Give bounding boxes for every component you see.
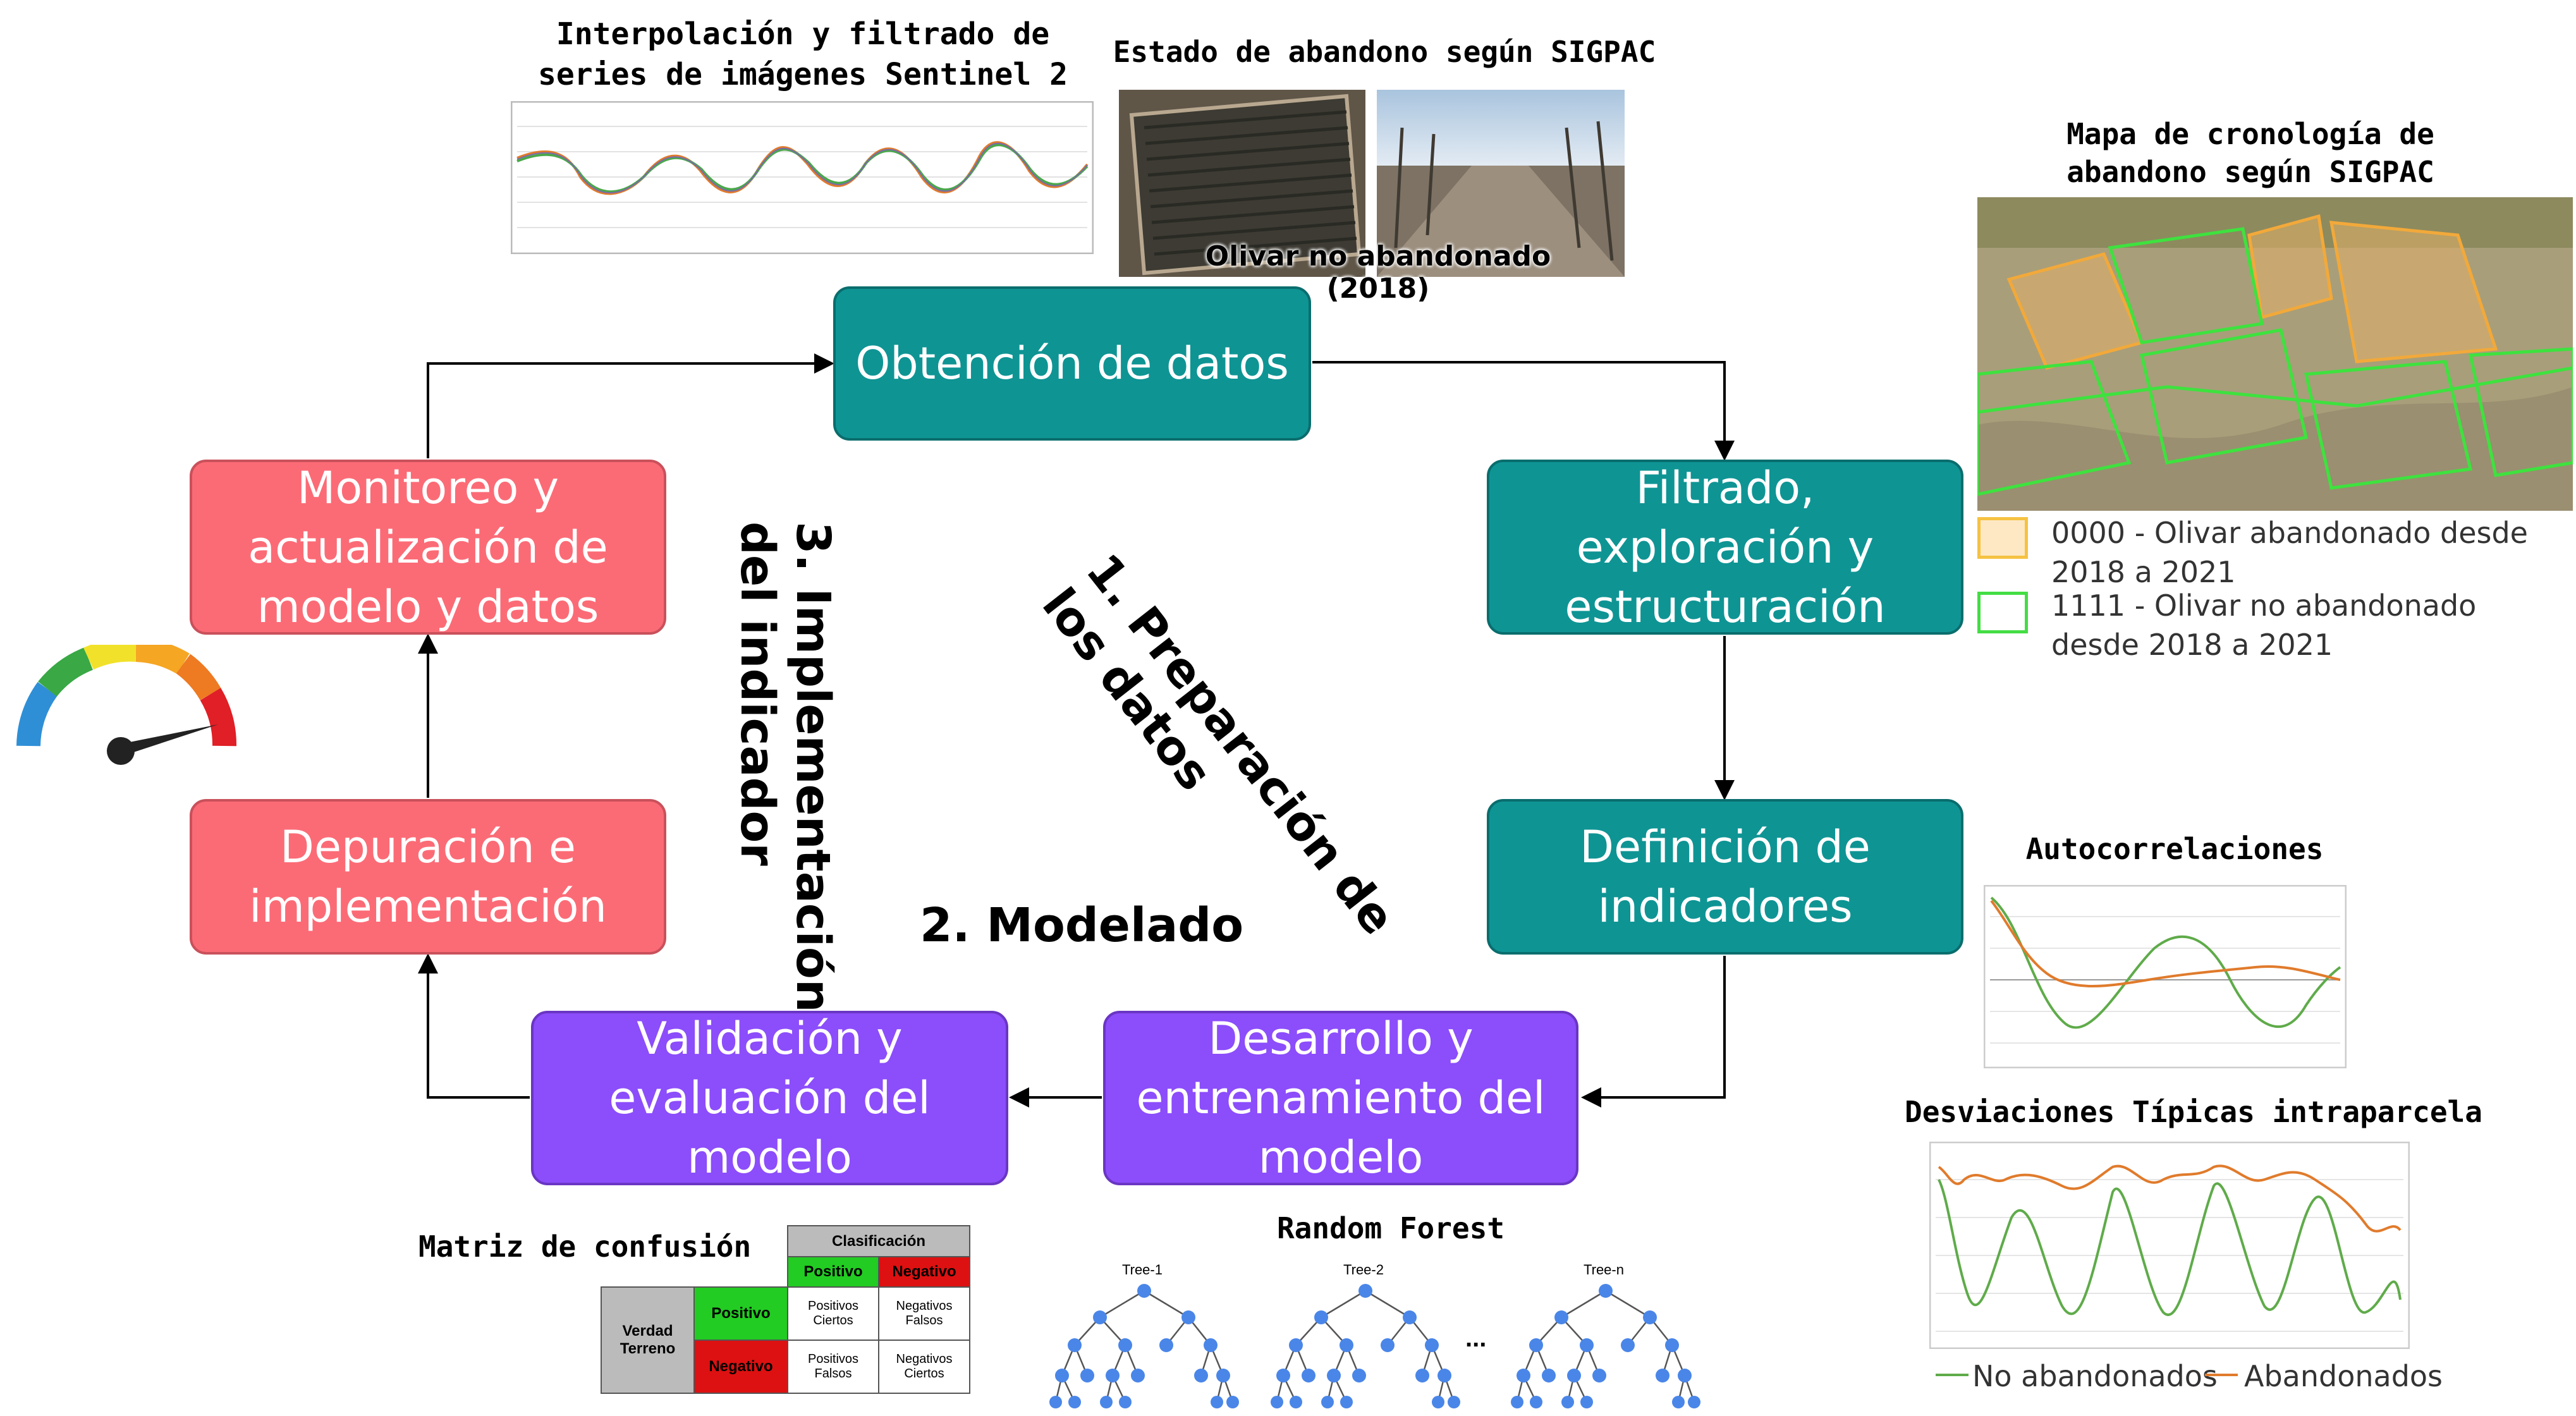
- arrow-monitoreo-to-obtencion: [427, 353, 834, 458]
- desv-legend-green-line: [1936, 1374, 1969, 1376]
- interp-title-line2: series de imágenes Sentinel 2: [537, 57, 1068, 92]
- cm-empty-corner-2: [694, 1226, 788, 1257]
- box-monitoreo-actualizacion: Monitoreo y actualización de modelo y da…: [190, 460, 666, 635]
- cm-col-negativo: Negativo: [878, 1256, 970, 1288]
- confusion-matrix-table: Clasificación Positivo Negativo Verdad T…: [601, 1225, 970, 1394]
- phase-label-modelado: 2. Modelado: [920, 898, 1244, 953]
- rf-tree1-label: Tree-1: [1122, 1262, 1163, 1278]
- legend-swatch-abandonado: [1977, 517, 2028, 559]
- ground-photo-olive-grove: [1377, 90, 1625, 277]
- desv-legend-green-text: No abandonados: [1972, 1359, 2218, 1393]
- cm-row-header-verdad-terreno: Verdad Terreno: [601, 1286, 695, 1394]
- box-validacion-evaluacion: Validación y evaluación del modelo: [531, 1011, 1008, 1185]
- desv-legend-orange-text: Abandonados: [2244, 1359, 2443, 1393]
- mapa-title-line2: abandono según SIGPAC: [2066, 155, 2434, 189]
- interp-title-line1: Interpolación y filtrado de: [556, 16, 1050, 52]
- mapa-title: Mapa de cronología de abandono según SIG…: [1985, 115, 2516, 191]
- mapa-title-line1: Mapa de cronología de: [2066, 117, 2434, 151]
- rf-ellipsis: ...: [1465, 1324, 1487, 1352]
- estado-title: Estado de abandono según SIGPAC: [1113, 35, 1656, 69]
- cm-cell-negativos-falsos: Negativos Falsos: [878, 1286, 970, 1341]
- cm-col-positivo: Positivo: [787, 1256, 879, 1288]
- arrow-definicion-to-desarrollo: [1581, 956, 1726, 1108]
- gauge-icon: [16, 645, 236, 765]
- rf-tree2-label: Tree-2: [1343, 1262, 1384, 1278]
- arrow-validacion-to-depuracion: [418, 953, 530, 1099]
- box-definicion-indicadores: Definición de indicadores: [1487, 799, 1963, 955]
- cm-cell-positivos-falsos: Positivos Falsos: [787, 1340, 879, 1394]
- interp-title: Interpolación y filtrado de series de im…: [518, 14, 1087, 95]
- box-filtrado-exploracion: Filtrado, exploración y estructuración: [1487, 460, 1963, 635]
- estado-caption: Olivar no abandonado (2018): [1205, 240, 1551, 305]
- desv-legend-orange-line: [2205, 1374, 2238, 1376]
- rf-title: Random Forest: [1276, 1211, 1505, 1245]
- phase-label-implementacion: 3. Implementación del indicador: [729, 522, 841, 1013]
- aerial-photo-olive-grove: [1119, 90, 1365, 277]
- box-depuracion-implementacion: Depuración e implementación: [190, 799, 666, 955]
- phase-label-implementacion-line1: 3. Implementación: [786, 522, 840, 1013]
- cm-row-positivo: Positivo: [693, 1286, 788, 1341]
- autocorr-title: Autocorrelaciones: [2025, 832, 2324, 866]
- cm-empty-corner: [601, 1226, 694, 1257]
- cm-header-clasificacion: Clasificación: [787, 1225, 970, 1257]
- matriz-title: Matriz de confusión: [418, 1230, 752, 1264]
- legend-text-abandonado: 0000 - Olivar abandonado desde 2018 a 20…: [2051, 516, 2528, 589]
- arrow-obtencion-to-filtrado: [1312, 361, 1735, 461]
- desv-title: Desviaciones Típicas intraparcela: [1905, 1095, 2482, 1129]
- cm-cell-negativos-ciertos: Negativos Ciertos: [878, 1340, 970, 1394]
- legend-text-no-abandonado: 1111 - Olivar no abandonado desde 2018 a…: [2051, 589, 2477, 662]
- rf-treen-label: Tree-n: [1584, 1262, 1624, 1278]
- phase-label-implementacion-line2: del indicador: [730, 522, 784, 866]
- box-desarrollo-entrenamiento: Desarrollo y entrenamiento del modelo: [1103, 1011, 1578, 1185]
- cm-empty-left: [601, 1257, 694, 1287]
- interp-chart-thumbnail: [511, 101, 1094, 254]
- rf-trees-diagram: [1048, 1283, 1700, 1408]
- box-obtencion-de-datos: Obtención de datos: [833, 286, 1311, 441]
- desv-chart-thumbnail: [1929, 1142, 2410, 1349]
- autocorr-chart-thumbnail: [1984, 885, 2347, 1068]
- cm-empty-left-2: [694, 1257, 788, 1287]
- cm-cell-positivos-ciertos: Positivos Ciertos: [787, 1286, 879, 1341]
- legend-swatch-no-abandonado: [1977, 592, 2028, 633]
- map-abandonment-chronology: [1977, 197, 2573, 511]
- cm-row-negativo: Negativo: [693, 1340, 788, 1394]
